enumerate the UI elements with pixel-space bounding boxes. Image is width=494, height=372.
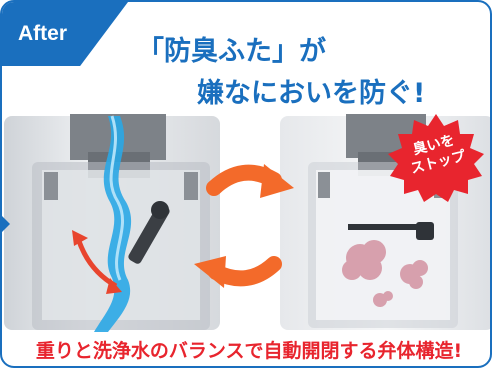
cycle-arrows-icon xyxy=(194,164,294,288)
headline-line-2: 嫌なにおいを防ぐ! xyxy=(197,78,426,109)
open-flap xyxy=(128,201,170,264)
odor-clouds xyxy=(342,240,428,307)
stop-odor-stamp xyxy=(388,114,484,202)
closed-flap xyxy=(348,222,434,240)
footer-caption: 重りと洗浄水のバランスで自動開閉する弁体構造! xyxy=(35,340,463,362)
water-stream xyxy=(94,116,132,332)
headline-line-1: 「防臭ふた」が xyxy=(137,36,326,67)
illustration-graphics xyxy=(2,114,484,332)
after-label: After xyxy=(18,22,68,45)
